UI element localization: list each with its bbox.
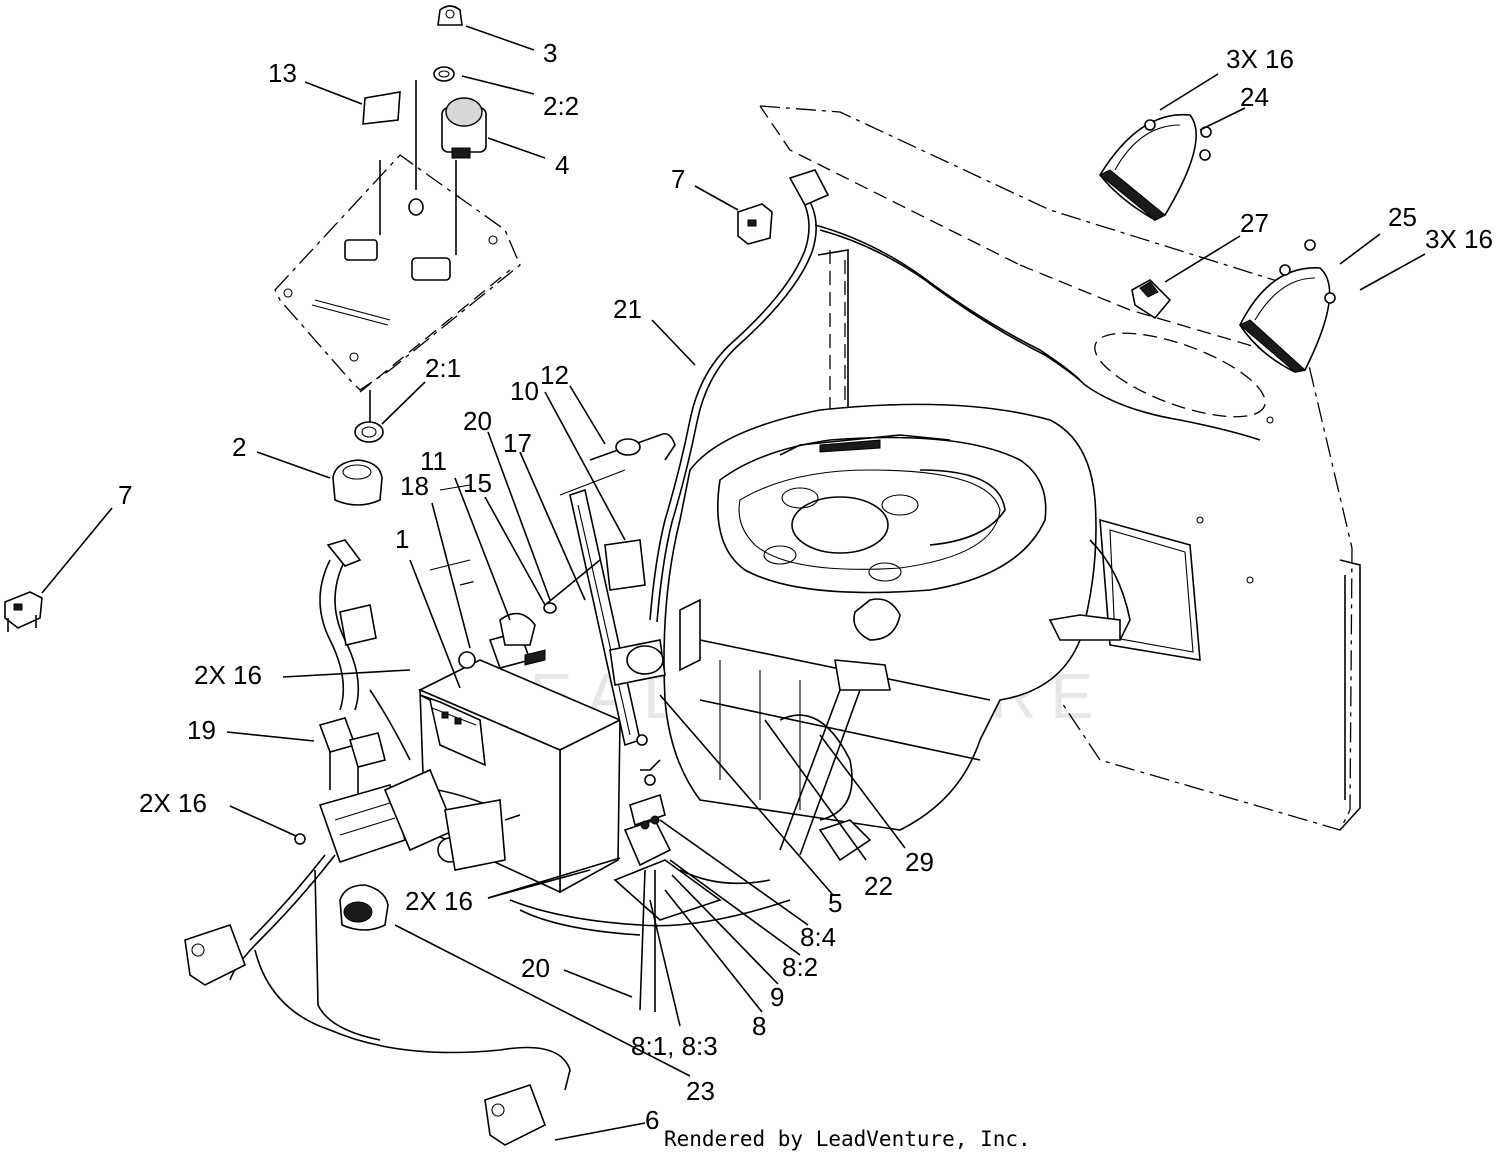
callout-24: 24 (1240, 82, 1269, 112)
callout-11: 11 (420, 446, 447, 476)
part-2-2-nut (433, 66, 455, 82)
callout-2-1: 2:1 (425, 353, 461, 383)
leader-lines (41, 25, 1426, 1141)
callout-8-2: 8:2 (782, 952, 818, 982)
part-13-lens (362, 91, 401, 125)
callout-27: 27 (1240, 208, 1269, 238)
callout-22: 22 (864, 871, 893, 901)
callout-8: 8 (752, 1011, 766, 1041)
part-2-1-nut (354, 421, 384, 443)
callout-25: 25 (1388, 202, 1417, 232)
callout-1: 1 (395, 524, 409, 554)
callout-19: 19 (187, 715, 216, 745)
callout-2x16-b: 2X 16 (139, 788, 207, 818)
part-25-shroud (1239, 239, 1336, 373)
callout-2: 2 (232, 432, 246, 462)
callout-2x16-a: 2X 16 (194, 660, 262, 690)
callout-7-left: 7 (118, 480, 132, 510)
callout-9: 9 (770, 982, 784, 1012)
part-8-wiring (509, 734, 791, 1012)
callout-5: 5 (828, 888, 842, 918)
callout-4: 4 (555, 150, 569, 180)
callout-2x16-c: 2X 16 (405, 886, 473, 916)
part-24-shroud (1099, 113, 1212, 221)
battery-hold-down-parts (429, 432, 676, 747)
callout-3x16-top: 3X 16 (1226, 44, 1294, 74)
callout-13: 13 (268, 58, 297, 88)
part-27-bulb (1131, 279, 1172, 320)
callout-17: 17 (503, 428, 532, 458)
callout-15: 15 (463, 468, 492, 498)
callout-8-1-8-3: 8:1, 8:3 (631, 1031, 718, 1061)
part-19-relays (318, 717, 386, 800)
render-credit: Rendered by LeadVenture, Inc. (664, 1127, 1031, 1151)
callout-3: 3 (543, 38, 557, 68)
dash-panel (274, 80, 521, 430)
part-2-knob (332, 459, 383, 506)
callout-12: 12 (540, 360, 569, 390)
callout-2-2: 2:2 (543, 91, 579, 121)
callout-3x16-right: 3X 16 (1425, 224, 1493, 254)
callout-labels: 3 2:2 4 13 2:1 2 7 7 3X 16 24 27 25 3X 1… (118, 38, 1493, 1135)
part-7-switch-left (4, 591, 43, 632)
part-21-harness (649, 169, 1261, 623)
part-6-harness (184, 854, 571, 1146)
callout-29: 29 (905, 847, 934, 877)
part-23-key-switch (339, 884, 389, 931)
callout-18: 18 (400, 471, 429, 501)
callout-20-top: 20 (463, 406, 492, 436)
engine (663, 403, 1131, 862)
callout-10: 10 (510, 376, 539, 406)
callout-23: 23 (686, 1076, 715, 1106)
callout-7-top: 7 (671, 164, 685, 194)
part-4-switch (441, 97, 487, 159)
part-3-key-cap (437, 5, 463, 26)
callout-21: 21 (613, 294, 642, 324)
callout-8-4: 8:4 (800, 922, 836, 952)
part-7-switch-top (737, 203, 773, 245)
harness-left (294, 539, 521, 871)
callout-20-bottom: 20 (521, 953, 550, 983)
callout-6: 6 (645, 1105, 659, 1135)
